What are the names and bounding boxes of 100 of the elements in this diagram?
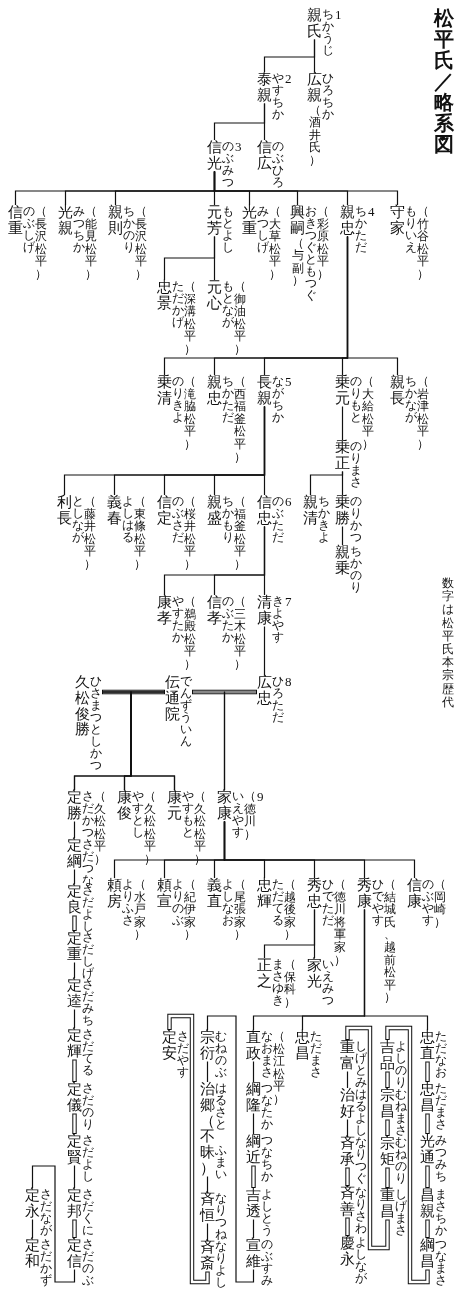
person-name: 定良	[67, 884, 82, 916]
furigana-reading: ひさまつとしかつ	[90, 675, 102, 771]
furigana-reading: ひでただ	[322, 878, 334, 926]
furigana-reading: つなたか	[261, 1082, 273, 1130]
person-name: 綱近	[246, 1134, 261, 1166]
branch-note: （徳川）	[244, 790, 256, 841]
person-name: 定逵	[67, 978, 82, 1010]
double-line	[72, 915, 77, 931]
family-line	[213, 170, 399, 206]
person-name: 興嗣	[290, 205, 305, 237]
person-name: 泰親	[257, 72, 272, 104]
furigana-reading: ちかきよ	[318, 495, 330, 543]
branch-note: （滝脇松平）	[184, 375, 196, 451]
branch-note: （能見松平）	[85, 205, 97, 281]
generation-number: 9	[257, 790, 264, 803]
branch-note: （鵜殿松平）	[184, 595, 196, 671]
furigana-reading: まさゆき	[272, 958, 284, 1006]
furigana-reading: のぶしげ	[23, 205, 35, 253]
person-name: 忠昌	[295, 1030, 310, 1062]
double-line	[425, 1219, 430, 1238]
furigana-reading: ひろちか	[322, 72, 334, 120]
person-name: 頼宣	[157, 878, 172, 910]
branch-note: （西福釜松平）	[234, 375, 246, 464]
family-line	[263, 102, 266, 141]
person-name: 正之	[257, 958, 272, 990]
generation-number: 5	[285, 375, 292, 388]
person-name: 秀康	[357, 878, 372, 910]
person-name: 忠景	[157, 280, 172, 312]
furigana-reading: もとなが	[222, 280, 234, 328]
person-name: 定和	[25, 1238, 40, 1270]
family-line	[73, 961, 76, 979]
person-name: 定輝	[67, 1028, 82, 1060]
furigana-reading: のりまさ	[350, 440, 362, 488]
person-name: 光通	[420, 1134, 435, 1166]
furigana-reading: なりつぐ	[355, 1136, 367, 1184]
furigana-reading: むねのぶ	[215, 1030, 227, 1078]
person-name: 親忠	[340, 205, 355, 237]
person-name: 元心	[207, 280, 222, 312]
branch-note: （松江松平）	[273, 1030, 285, 1106]
branch-note: （与副）	[291, 236, 304, 287]
furigana-reading: ひろただ	[272, 675, 284, 723]
person-name: 定重	[67, 931, 82, 963]
family-line	[73, 868, 76, 885]
furigana-reading: のりもと	[350, 375, 362, 423]
family-line	[206, 1015, 255, 1283]
double-line	[425, 1113, 430, 1134]
person-name: 秀忠	[307, 878, 322, 910]
person-name: 信孝	[207, 595, 222, 627]
family-line	[252, 1112, 255, 1135]
furigana-reading: はるよし	[355, 1088, 367, 1136]
double-line	[385, 1025, 430, 1285]
person-name: 定勝	[67, 790, 82, 822]
branch-note: （長沢松平）	[35, 205, 47, 281]
family-line	[341, 405, 344, 441]
person-name: 義春	[107, 495, 122, 527]
person-name: 親則	[108, 205, 123, 237]
furigana-reading: のぶみつ	[222, 140, 234, 188]
person-name: 治郷（不昧）	[200, 1082, 215, 1177]
furigana-reading: ただまさ	[310, 1030, 322, 1078]
person-name: 親盛	[207, 495, 222, 527]
person-name: 信広	[257, 140, 272, 172]
branch-note: （結城氏、越前松平）	[384, 878, 396, 1004]
furigana-reading: なりよし	[215, 1240, 227, 1288]
double-line	[425, 1061, 430, 1082]
person-name: 直政	[246, 1030, 261, 1062]
family-line	[73, 820, 76, 839]
person-name: 光親	[58, 205, 73, 237]
furigana-reading: ちかただ	[355, 205, 367, 253]
family-line	[263, 405, 266, 496]
person-name: 慶永	[340, 1236, 355, 1268]
person-name: 宗矩	[380, 1136, 395, 1168]
furigana-reading: のぶやす	[422, 878, 434, 926]
branch-note: （水戸家）	[134, 878, 146, 941]
person-name: 清康	[257, 595, 272, 627]
person-name: 治好	[340, 1088, 355, 1120]
furigana-reading: ちかもり	[222, 495, 234, 543]
person-name: 信忠	[257, 495, 272, 527]
furigana-reading: さだなが	[40, 1188, 52, 1236]
branch-note: （尾張家）	[234, 878, 246, 941]
furigana-reading: やすたか	[172, 595, 184, 643]
family-line	[363, 908, 429, 1031]
person-name: 重富	[340, 1040, 355, 1072]
branch-note: （竹谷松平）	[417, 205, 429, 281]
family-line	[346, 1070, 349, 1089]
double-line	[425, 1165, 430, 1188]
furigana-reading: ちかうじ	[322, 8, 334, 56]
branch-note: （大給松平）	[362, 375, 374, 451]
person-name: 斉承	[340, 1136, 355, 1168]
furigana-reading: ちかのり	[123, 205, 135, 253]
generation-number: 7	[285, 595, 292, 608]
branch-note: （徳川将軍家）	[334, 878, 346, 967]
person-name: 長親	[257, 375, 272, 407]
person-name: 定信	[67, 1238, 82, 1270]
furigana-reading: ただなお	[435, 1030, 447, 1078]
person-name: 家康	[217, 790, 232, 822]
furigana-reading: さだみち	[82, 978, 94, 1026]
furigana-reading: よりふさ	[122, 878, 134, 926]
double-line	[385, 1167, 390, 1188]
person-name: 親長	[390, 375, 405, 407]
furigana-reading: みつしげ	[257, 205, 269, 253]
